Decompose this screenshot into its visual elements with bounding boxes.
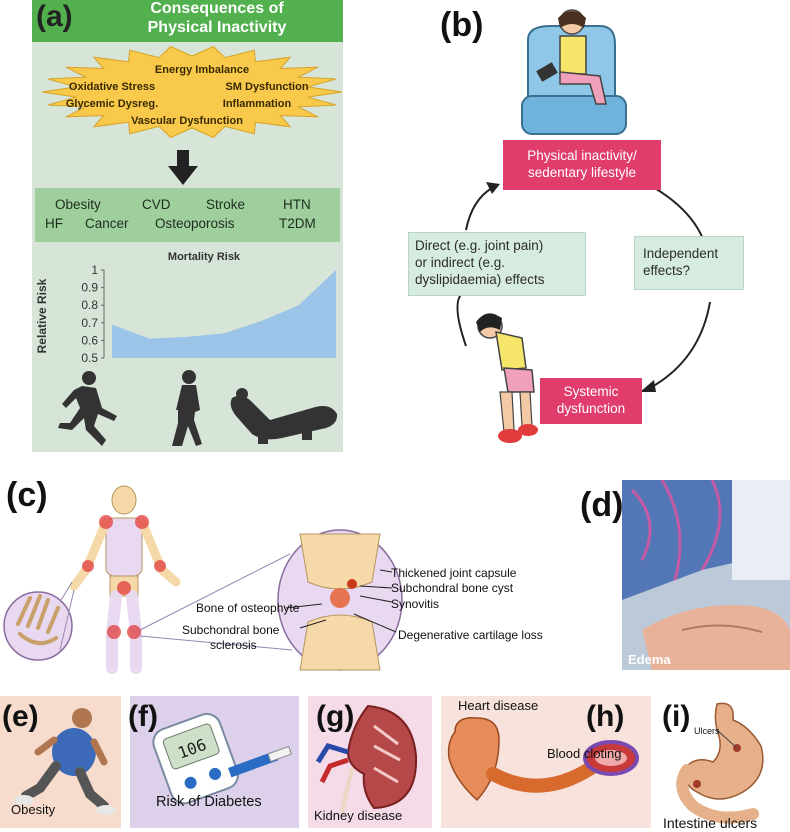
arrowhead-bottom-icon bbox=[640, 380, 656, 392]
disease-cvd: CVD bbox=[142, 197, 171, 212]
panel-c-illustration bbox=[3, 485, 403, 674]
stomach-icon bbox=[676, 702, 764, 824]
disease-t2dm: T2DM bbox=[279, 216, 316, 231]
chart-area-series bbox=[112, 270, 336, 358]
panel-a-label: (a) bbox=[36, 0, 73, 33]
disease-obesity: Obesity bbox=[55, 197, 101, 212]
mechanism-energy-imbalance: Energy Imbalance bbox=[154, 64, 250, 76]
box-systemic-dysfunction-line1: Systemic bbox=[563, 384, 619, 399]
panel-e-caption: Obesity bbox=[11, 802, 56, 817]
panel-d-label: (d) bbox=[580, 486, 624, 524]
box-direct-effects: Direct (e.g. joint pain) or indirect (e.… bbox=[408, 232, 586, 296]
mortality-risk-chart: Mortality Risk Relative Risk 1 0.9 0.8 0.7 0… bbox=[35, 251, 336, 365]
mechanism-vascular-dysfunction: Vascular Dysfunction bbox=[131, 115, 243, 127]
chart-ytick-label: 0.8 bbox=[81, 298, 98, 312]
chart-ytick-label: 0.9 bbox=[81, 281, 98, 295]
panel-f-label: (f) bbox=[128, 700, 158, 733]
box-systemic-dysfunction-line2: dysfunction bbox=[556, 401, 626, 416]
panel-g-label: (g) bbox=[316, 700, 355, 733]
chart-ytick-label: 1 bbox=[91, 263, 98, 277]
panel-g-caption: Kidney disease bbox=[314, 808, 403, 823]
kidney-icon bbox=[315, 704, 418, 815]
box-systemic-dysfunction: Systemic dysfunction bbox=[540, 378, 642, 424]
chart-ylabel: Relative Risk bbox=[35, 278, 49, 353]
mechanism-inflammation: Inflammation bbox=[222, 98, 292, 110]
disease-hf: HF bbox=[45, 216, 63, 231]
disease-box: Obesity CVD Stroke HTN HF Cancer Osteopo… bbox=[35, 188, 340, 242]
annotation-subchondral-bone-cyst: Subchondral bone cyst bbox=[391, 581, 514, 595]
annotation-thickened-joint-capsule: Thickened joint capsule bbox=[391, 566, 517, 580]
panel-h-caption-mid: Blood cloting bbox=[547, 746, 622, 761]
annotation-bone-of-osteophyte: Bone of osteophyte bbox=[196, 601, 300, 615]
box-direct-effects-line1: Direct (e.g. joint pain) bbox=[415, 238, 544, 253]
panel-h-tile: Heart disease Blood cloting bbox=[441, 696, 651, 828]
chart-ytick-label: 0.6 bbox=[81, 333, 98, 347]
annotation-subchondral-bone: Subchondral bone bbox=[182, 623, 280, 637]
box-physical-inactivity: Physical inactivity/ sedentary lifestyle bbox=[503, 140, 661, 190]
panel-e-tile: Obesity bbox=[0, 696, 121, 828]
panel-i-caption: Intestine ulcers bbox=[663, 815, 758, 831]
annotation-synovitis: Synovitis bbox=[391, 597, 440, 611]
disease-htn: HTN bbox=[283, 197, 311, 212]
panel-a: Consequences of Physical Inactivity Ener… bbox=[32, 0, 343, 452]
panel-f-caption: Risk of Diabetes bbox=[156, 794, 262, 810]
mechanism-oxidative-stress: Oxidative Stress bbox=[68, 81, 156, 93]
box-independent-effects-line1: Independent bbox=[643, 246, 719, 261]
arc-arrow-left-top bbox=[465, 187, 493, 231]
mechanism-sm-dysfunction: SM Dysfunction bbox=[225, 81, 309, 93]
obese-runner-icon bbox=[14, 708, 116, 815]
panel-a-header: Consequences of Physical Inactivity bbox=[32, 0, 343, 42]
box-direct-effects-line3: dyslipidaemia) effects bbox=[415, 272, 545, 287]
arc-arrow-left-bottom bbox=[456, 291, 467, 347]
starburst-shape bbox=[41, 45, 343, 139]
panel-d-photo: Edema bbox=[622, 480, 790, 670]
panel-i-tile: Ulcers Intestine ulcers bbox=[657, 696, 790, 832]
box-independent-effects: Independent effects? bbox=[634, 236, 744, 290]
knee-pain-person-icon bbox=[476, 313, 538, 443]
panel-h-label: (h) bbox=[586, 700, 625, 733]
box-physical-inactivity-line2: sedentary lifestyle bbox=[527, 165, 637, 180]
panel-d-caption: Edema bbox=[628, 652, 671, 667]
chart-ytick-label: 0.5 bbox=[81, 351, 98, 365]
box-direct-effects-line2: or indirect (e.g. bbox=[415, 255, 506, 270]
chart-title: Mortality Risk bbox=[168, 251, 241, 263]
activity-icons bbox=[58, 370, 338, 446]
reclining-chair-icon bbox=[230, 388, 338, 444]
panel-h-caption-top: Heart disease bbox=[458, 698, 539, 713]
panel-a-title-line1: Consequences of bbox=[150, 0, 284, 17]
arc-arrow-right-bottom bbox=[649, 301, 711, 389]
arrowhead-top-icon bbox=[486, 182, 500, 194]
panel-c-label: (c) bbox=[6, 476, 48, 514]
panel-a-title-line2: Physical Inactivity bbox=[147, 19, 287, 36]
walking-person-icon bbox=[172, 370, 202, 446]
heart-clot-icon bbox=[447, 717, 639, 802]
panel-e-label: (e) bbox=[2, 700, 39, 733]
annotation-degenerative-cartilage-loss: Degenerative cartilage loss bbox=[398, 628, 543, 642]
panel-i-caption-small: Ulcers bbox=[694, 726, 720, 736]
skeleton-figure bbox=[69, 485, 181, 674]
chart-ytick-label: 0.7 bbox=[81, 316, 98, 330]
panel-g-tile: Kidney disease bbox=[308, 696, 432, 828]
disease-osteoporosis: Osteoporosis bbox=[155, 216, 235, 231]
box-independent-effects-line2: effects? bbox=[643, 263, 691, 278]
panel-b-cycle bbox=[456, 9, 711, 443]
sitting-person-icon bbox=[521, 9, 627, 135]
box-physical-inactivity-line1: Physical inactivity/ bbox=[527, 148, 637, 163]
annotation-sclerosis: sclerosis bbox=[210, 638, 257, 652]
panel-i-label: (i) bbox=[662, 700, 691, 733]
glucose-meter-icon: 106 bbox=[152, 712, 293, 805]
mechanism-glycemic-dysreg: Glycemic Dysreg. bbox=[65, 98, 159, 110]
running-person-icon bbox=[58, 371, 117, 446]
disease-cancer: Cancer bbox=[85, 216, 129, 231]
panel-b-label: (b) bbox=[440, 6, 484, 44]
disease-stroke: Stroke bbox=[206, 197, 246, 212]
edema-photo-illustration bbox=[622, 480, 790, 670]
panel-f-tile: 106 Risk of Diabetes bbox=[130, 696, 299, 828]
down-arrow-icon bbox=[168, 150, 198, 185]
